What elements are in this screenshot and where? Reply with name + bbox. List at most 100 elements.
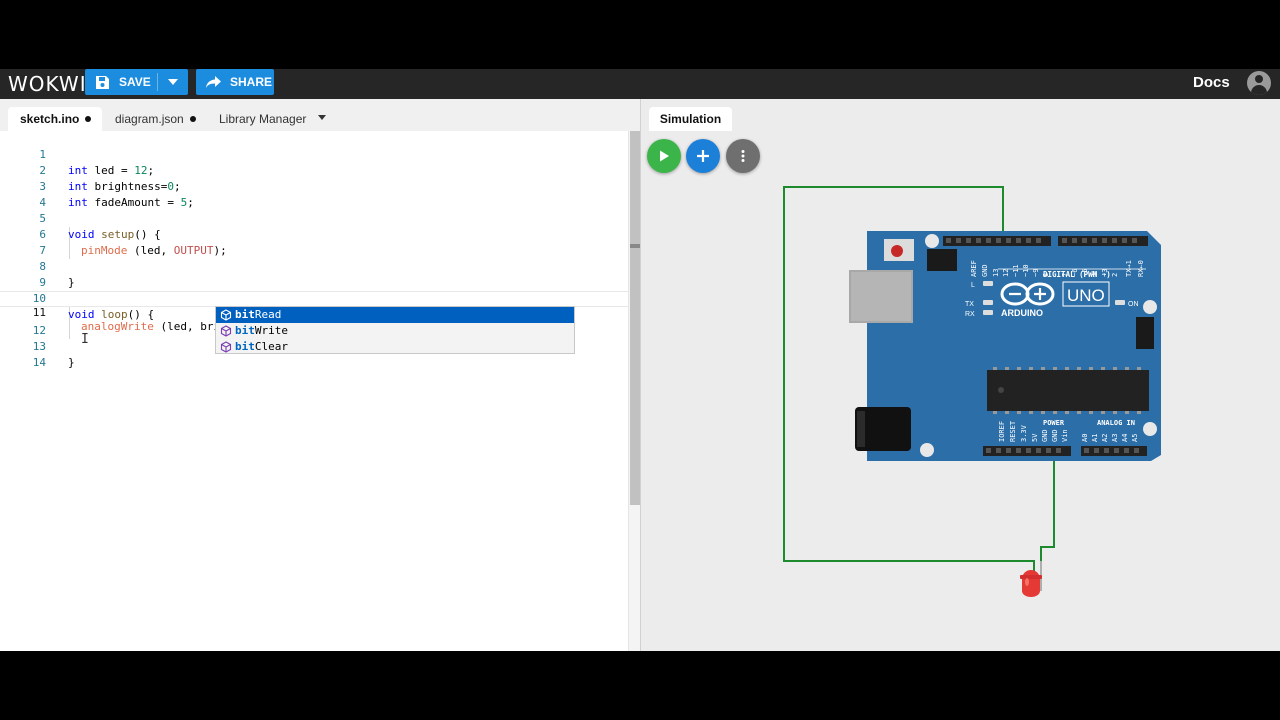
tab-library-manager[interactable]: Library Manager — [219, 107, 306, 131]
atmega-chip — [987, 370, 1149, 411]
line-number: 13 — [32, 340, 46, 353]
user-avatar-icon[interactable] — [1247, 71, 1271, 95]
line-text: pinMode (led, OUTPUT); — [81, 243, 227, 259]
line-number: 14 — [32, 356, 46, 369]
code-line: 5 void setup() { — [0, 195, 628, 241]
token: int — [68, 164, 88, 177]
floppy-disk-icon — [93, 74, 111, 90]
pin-label: A2 — [1101, 434, 1109, 442]
kebab-menu-icon — [741, 150, 745, 162]
save-button[interactable]: SAVE — [85, 69, 188, 95]
code-line: 4 — [0, 179, 628, 209]
red-led[interactable] — [1020, 561, 1042, 597]
unsaved-dot-icon — [189, 116, 196, 122]
suggestion-item[interactable]: bitRead — [216, 307, 574, 323]
line-number: 11 — [32, 306, 46, 319]
editor-scrollbar[interactable] — [628, 131, 640, 651]
code-line: 3 int fadeAmount = 5; — [0, 163, 628, 209]
token: int — [68, 196, 88, 209]
pin-label: A1 — [1091, 434, 1099, 442]
token: brightness= — [94, 180, 168, 193]
line-number: 5 — [39, 212, 46, 225]
token: ; — [173, 180, 181, 193]
power-label: POWER — [1043, 419, 1065, 427]
digital-label: DIGITAL (PWM ~) — [1043, 270, 1111, 279]
autocomplete-popup: bitRead bitWrite bitClear — [215, 306, 575, 354]
pin-label: A4 — [1121, 434, 1129, 442]
line-number: 2 — [39, 164, 46, 177]
tab-simulation[interactable]: Simulation — [649, 107, 732, 131]
more-options-button[interactable] — [726, 139, 760, 173]
simulation-pane: Simulation — [640, 99, 1280, 651]
tab-label: sketch.ino — [20, 112, 80, 126]
tab-diagram-json[interactable]: diagram.json — [115, 107, 196, 131]
code-line: 12 — [0, 307, 628, 337]
code-line: 14 — [0, 339, 628, 369]
line-text: int led = 12; — [68, 163, 154, 179]
share-arrow-icon — [204, 74, 222, 90]
line-number: 7 — [39, 244, 46, 257]
current-code-line: 11 analogWrite (led, bri) — [0, 291, 628, 333]
code-line: 1 int led = 12; — [0, 131, 628, 177]
suggestion-label: bitClear — [235, 339, 288, 355]
pin-label: RESET — [1009, 420, 1017, 442]
line-number: 9 — [39, 276, 46, 289]
indent-guide — [69, 227, 70, 259]
arduino-brand-label: ARDUINO — [1001, 308, 1043, 318]
pin-label: IOREF — [998, 421, 1006, 442]
tabs-menu-caret-icon[interactable] — [318, 115, 326, 120]
analog-in-label: ANALOG IN — [1097, 419, 1135, 427]
arduino-infinity-logo-icon — [1000, 282, 1055, 306]
tab-sketch-ino[interactable]: sketch.ino — [8, 107, 102, 131]
on-label: ON — [1128, 301, 1139, 308]
token: 0 — [167, 180, 174, 193]
line-number: 12 — [32, 324, 46, 337]
wokwi-logo[interactable]: WOKWI — [8, 72, 87, 96]
token: int — [68, 180, 88, 193]
uno-model-label: UNO — [1067, 286, 1105, 305]
scrollbar-cursor-marker — [630, 244, 640, 248]
wire — [1040, 451, 1055, 561]
suggestion-match: bit — [235, 308, 255, 321]
line-text: void setup() { — [68, 227, 161, 243]
scrollbar-thumb[interactable] — [630, 131, 640, 505]
method-cube-icon — [219, 308, 233, 322]
token: void — [68, 228, 95, 241]
pin-label: ~9 — [1032, 269, 1040, 277]
add-part-button[interactable] — [686, 139, 720, 173]
play-icon — [660, 150, 669, 162]
start-simulation-button[interactable] — [647, 139, 681, 173]
led-label-tx: TX — [965, 301, 974, 308]
line-text: void loop() { — [68, 307, 154, 323]
wire-group[interactable] — [783, 186, 1055, 584]
line-number: 8 — [39, 260, 46, 273]
docs-link[interactable]: Docs — [1193, 74, 1230, 91]
plus-icon — [697, 150, 709, 162]
pin-label: A5 — [1131, 434, 1139, 442]
code-line: 2 int brightness=0; — [0, 147, 628, 193]
suggestion-item[interactable]: bitClear — [216, 339, 574, 355]
code-line: 7 — [0, 227, 628, 257]
suggestion-label: bitWrite — [235, 323, 288, 339]
code-editor[interactable]: 1 int led = 12; 2 int brightness=0; 3 in… — [0, 131, 628, 651]
arduino-uno-board[interactable]: AREF GND 13 12 ~11 ~10 ~9 8 7 ~6 ~5 4 ~3… — [849, 231, 1161, 461]
pin-label: 2 — [1111, 273, 1119, 277]
share-button[interactable]: SHARE — [196, 69, 274, 95]
pin-label-aref: AREF — [970, 260, 978, 277]
pin-label: RX←0 — [1137, 260, 1145, 277]
circuit-canvas[interactable]: AREF GND 13 12 ~11 ~10 ~9 8 7 ~6 ~5 4 ~3… — [641, 99, 1280, 651]
token: fadeAmount = — [94, 196, 181, 209]
editor-tabs: sketch.ino diagram.json Library Manager — [0, 99, 640, 131]
pin-label: 7 — [1061, 273, 1069, 277]
suggestion-item[interactable]: bitWrite — [216, 323, 574, 339]
line-number: 1 — [39, 148, 46, 161]
text-cursor-ibeam-icon: I — [81, 332, 89, 347]
suggestion-label: bitRead — [235, 307, 281, 323]
token: 5 — [180, 196, 188, 209]
token: () { — [134, 228, 161, 241]
token: ; — [187, 196, 194, 209]
avatar-head — [1255, 75, 1263, 83]
save-menu-chevron-icon[interactable] — [168, 79, 178, 85]
pin-label: 5V — [1031, 433, 1039, 442]
pin-label: Vin — [1061, 429, 1069, 442]
